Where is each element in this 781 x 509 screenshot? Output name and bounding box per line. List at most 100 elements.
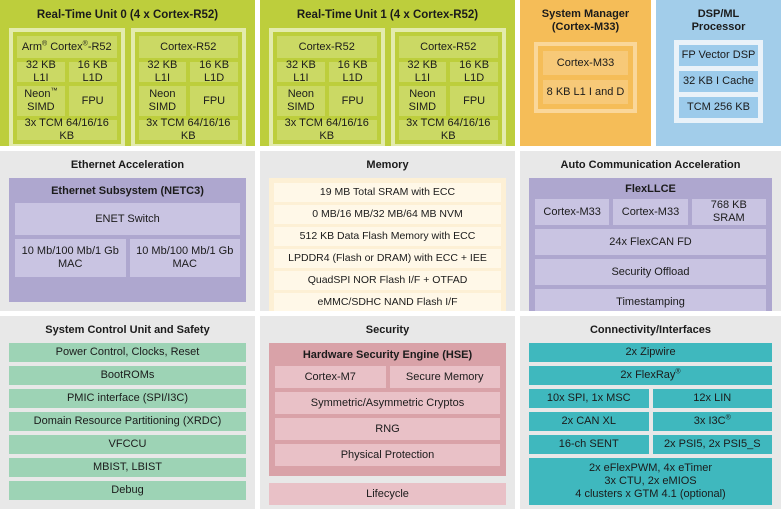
core-l1d: 16 KB L1D	[190, 59, 238, 84]
security-body: Hardware Security Engine (HSE) Cortex-M7…	[269, 343, 506, 509]
connectivity-item-sent: 16-ch SENT	[529, 435, 649, 454]
core-fpu: FPU	[68, 86, 117, 116]
memory-list: 19 MB Total SRAM with ECC 0 MB/16 MB/32 …	[269, 178, 506, 311]
hse-item-physical-protection: Physical Protection	[275, 444, 500, 466]
flexllce-title: FlexLLCE	[625, 183, 676, 195]
system-control-item: MBIST, LBIST	[9, 458, 246, 477]
system-manager-title: System Manager (Cortex-M33)	[520, 0, 651, 40]
connectivity-item-timers: 2x eFlexPWM, 4x eTimer 3x CTU, 2x eMIOS …	[529, 458, 772, 505]
system-manager-title-line2: (Cortex-M33)	[551, 21, 620, 33]
flexllce-sram: 768 KB SRAM	[691, 199, 766, 225]
connectivity-item-can-xl: 2x CAN XL	[529, 412, 649, 431]
system-control-item: Power Control, Clocks, Reset	[9, 343, 246, 362]
flexllce-subsystem: FlexLLCE Cortex-M33 Cortex-M33 768 KB SR…	[529, 178, 772, 311]
memory-item: eMMC/SDHC NAND Flash I/F	[274, 293, 501, 311]
block-ethernet-acceleration: Ethernet Acceleration Ethernet Subsystem…	[0, 151, 255, 311]
core-tcm: 3x TCM 64/16/16 KB	[277, 117, 377, 142]
system-manager-title-line1: System Manager	[541, 8, 630, 20]
flexllce-cortex-m33-1: Cortex-M33	[613, 199, 688, 225]
core-l1i: 32 KB L1I	[17, 59, 65, 84]
system-manager-item-cortex-m33: Cortex-M33	[543, 51, 628, 75]
connectivity-item-i3c: 3x I3C®	[652, 412, 772, 431]
hse-cortex-m7: Cortex-M7	[275, 366, 386, 388]
memory-item: 512 KB Data Flash Memory with ECC	[274, 227, 501, 246]
core-l1d: 16 KB L1D	[68, 59, 117, 84]
block-auto-communication-acceleration: Auto Communication Acceleration FlexLLCE…	[520, 151, 781, 311]
security-title: Security	[365, 324, 410, 336]
dsp-ml-title-line2: Processor	[691, 21, 746, 33]
dsp-item-fp-vector-dsp: FP Vector DSP	[679, 45, 758, 66]
dsp-ml-frame: FP Vector DSP 32 KB I Cache TCM 256 KB	[674, 40, 763, 123]
core-name: Arm® Cortex®-R52	[17, 36, 117, 58]
rtu0-core-0: Arm® Cortex®-R52 32 KB L1I 16 KB L1D Neo…	[9, 28, 125, 146]
ethernet-subsystem-title: Ethernet Subsystem (NETC3)	[51, 185, 204, 197]
core-name: Cortex-R52	[277, 36, 377, 58]
block-system-manager: System Manager (Cortex-M33) Cortex-M33 8…	[520, 0, 651, 146]
core-l1d: 16 KB L1D	[450, 59, 498, 84]
core-tcm: 3x TCM 64/16/16 KB	[398, 117, 498, 142]
core-l1i: 32 KB L1I	[277, 59, 325, 84]
dsp-ml-title: DSP/ML Processor	[656, 0, 781, 40]
block-real-time-unit-1: Real-Time Unit 1 (4 x Cortex-R52) Cortex…	[260, 0, 515, 146]
system-control-title: System Control Unit and Safety	[45, 324, 210, 336]
timer-line-2: 4 clusters x GTM 4.1 (optional)	[575, 488, 726, 500]
timer-line-1: 3x CTU, 2x eMIOS	[604, 475, 697, 487]
connectivity-list: 2x Zipwire 2x FlexRay® 10x SPI, 1x MSC 1…	[529, 343, 772, 509]
block-system-control-unit-and-safety: System Control Unit and Safety Power Con…	[0, 316, 255, 509]
block-security: Security Hardware Security Engine (HSE) …	[260, 316, 515, 509]
memory-title: Memory	[366, 159, 409, 171]
core-l1i: 32 KB L1I	[398, 59, 447, 84]
memory-item: LPDDR4 (Flash or DRAM) with ECC + IEE	[274, 249, 501, 268]
dsp-ml-title-line1: DSP/ML	[697, 8, 740, 20]
connectivity-item-spi-msc: 10x SPI, 1x MSC	[529, 389, 649, 408]
core-name: Cortex-R52	[398, 36, 498, 58]
core-fpu: FPU	[328, 86, 377, 116]
flexllce-item-security-offload: Security Offload	[535, 259, 766, 285]
flexllce-item-flexcan: 24x FlexCAN FD	[535, 229, 766, 255]
hardware-security-engine: Hardware Security Engine (HSE) Cortex-M7…	[269, 343, 506, 476]
system-manager-item-l1: 8 KB L1 I and D	[543, 80, 628, 104]
system-control-item: BootROMs	[9, 366, 246, 385]
timer-line-0: 2x eFlexPWM, 4x eTimer	[588, 462, 713, 474]
connectivity-item-psi5: 2x PSI5, 2x PSI5_S	[652, 435, 772, 454]
hse-title: Hardware Security Engine (HSE)	[302, 349, 473, 361]
system-control-item: Domain Resource Partitioning (XRDC)	[9, 412, 246, 431]
system-control-item: VFCCU	[9, 435, 246, 454]
connectivity-item-lin: 12x LIN	[652, 389, 772, 408]
block-connectivity-interfaces: Connectivity/Interfaces 2x Zipwire 2x Fl…	[520, 316, 781, 509]
core-fpu: FPU	[450, 86, 498, 116]
hse-item-rng: RNG	[275, 418, 500, 440]
rtu1-title: Real-Time Unit 1 (4 x Cortex-R52)	[296, 9, 479, 21]
flexllce-cortex-m33-0: Cortex-M33	[535, 199, 610, 225]
system-control-item: Debug	[9, 481, 246, 500]
ethernet-title: Ethernet Acceleration	[70, 159, 185, 171]
block-memory: Memory 19 MB Total SRAM with ECC 0 MB/16…	[260, 151, 515, 311]
memory-item: QuadSPI NOR Flash I/F + OTFAD	[274, 271, 501, 290]
memory-item: 0 MB/16 MB/32 MB/64 MB NVM	[274, 205, 501, 224]
system-control-list: Power Control, Clocks, Reset BootROMs PM…	[9, 343, 246, 500]
dsp-item-i-cache: 32 KB I Cache	[679, 71, 758, 92]
connectivity-item-zipwire: 2x Zipwire	[529, 343, 772, 362]
ethernet-subsystem: Ethernet Subsystem (NETC3) ENET Switch 1…	[9, 178, 246, 302]
block-dsp-ml-processor: DSP/ML Processor FP Vector DSP 32 KB I C…	[656, 0, 781, 146]
core-l1i: 32 KB L1I	[138, 59, 187, 84]
core-l1d: 16 KB L1D	[328, 59, 377, 84]
ethernet-enet-switch: ENET Switch	[15, 203, 240, 235]
core-tcm: 3x TCM 64/16/16 KB	[17, 117, 117, 142]
flexllce-item-timestamping: Timestamping	[535, 289, 766, 311]
connectivity-item-flexray: 2x FlexRay®	[529, 366, 772, 385]
security-item-lifecycle: Lifecycle	[269, 483, 506, 505]
core-fpu: FPU	[190, 86, 238, 116]
connectivity-title: Connectivity/Interfaces	[589, 324, 712, 336]
block-real-time-unit-0: Real-Time Unit 0 (4 x Cortex-R52) Arm® C…	[0, 0, 255, 146]
system-manager-frame: Cortex-M33 8 KB L1 I and D	[534, 42, 637, 113]
